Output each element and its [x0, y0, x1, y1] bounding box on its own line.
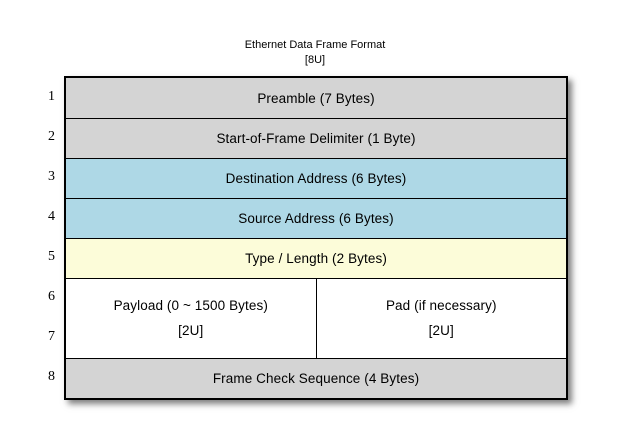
diagram-subtitle: [8U] [304, 54, 326, 66]
row-preamble: Preamble (7 Bytes) [66, 78, 566, 118]
row-source-address: Source Address (6 Bytes) [66, 198, 566, 238]
row-number-2: 2 [48, 129, 55, 144]
row-number-3: 3 [48, 169, 55, 184]
row-fcs: Frame Check Sequence (4 Bytes) [66, 358, 566, 398]
row-number-4: 4 [48, 209, 55, 224]
row-sfd: Start-of-Frame Delimiter (1 Byte) [66, 118, 566, 158]
row-payload-pad: Payload (0 ~ 1500 Bytes) [2U] Pad (if ne… [66, 278, 566, 358]
row-source-address-label: Source Address (6 Bytes) [238, 211, 394, 226]
row-number-1: 1 [48, 89, 55, 104]
row-preamble-label: Preamble (7 Bytes) [257, 90, 375, 106]
row-number-5: 5 [48, 249, 55, 264]
row-number-8: 8 [48, 369, 55, 384]
row-destination-address: Destination Address (6 Bytes) [66, 158, 566, 198]
cell-payload-label: Payload (0 ~ 1500 Bytes) [113, 298, 268, 313]
diagram-title: Ethernet Data Frame Format [244, 39, 386, 51]
cell-payload: Payload (0 ~ 1500 Bytes) [2U] [66, 279, 317, 358]
title-block: Ethernet Data Frame Format [8U] [65, 38, 565, 68]
row-type-length: Type / Length (2 Bytes) [66, 238, 566, 278]
cell-pad-units: [2U] [428, 323, 454, 338]
frame-format-table: Preamble (7 Bytes) Start-of-Frame Delimi… [64, 76, 568, 400]
row-destination-address-label: Destination Address (6 Bytes) [225, 171, 407, 186]
cell-pad-label: Pad (if necessary) [385, 298, 497, 313]
row-number-6: 6 [48, 289, 55, 304]
row-number-7: 7 [48, 329, 55, 344]
row-type-length-label: Type / Length (2 Bytes) [245, 251, 387, 266]
row-sfd-label: Start-of-Frame Delimiter (1 Byte) [216, 131, 416, 146]
row-fcs-label: Frame Check Sequence (4 Bytes) [212, 371, 420, 386]
cell-payload-units: [2U] [178, 323, 204, 338]
row-number-column: 1 2 3 4 5 6 7 8 [0, 77, 55, 397]
cell-pad: Pad (if necessary) [2U] [317, 279, 567, 358]
